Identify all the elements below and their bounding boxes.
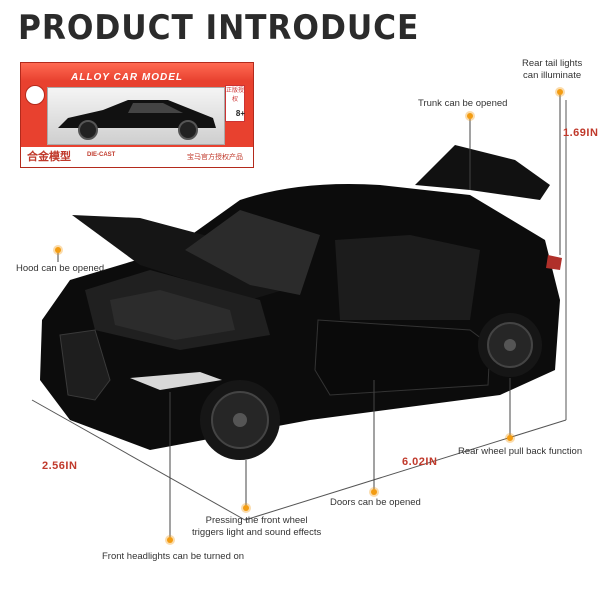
dimension-length: 6.02IN bbox=[402, 456, 438, 468]
diecast-label: DIE-CAST bbox=[87, 152, 116, 158]
rear-tail-label: Rear tail lights can illuminate bbox=[522, 58, 583, 81]
doors-dot bbox=[371, 489, 377, 495]
dimension-width: 2.56IN bbox=[42, 460, 78, 472]
hood-dot bbox=[55, 247, 61, 253]
leader-lines bbox=[57, 92, 561, 540]
hood-label: Hood can be opened bbox=[16, 263, 105, 274]
box-bottom-band bbox=[21, 147, 253, 167]
trunk-label: Trunk can be opened bbox=[418, 98, 508, 109]
headlights-dot bbox=[167, 537, 173, 543]
brand-logo-icon bbox=[25, 85, 45, 105]
car-body bbox=[40, 145, 562, 460]
doors-label: Doors can be opened bbox=[330, 497, 421, 508]
product-box-image: ALLOY CAR MODEL 正版授权 8+ 合金模型 DIE-CAST 宝马… bbox=[20, 62, 254, 168]
rear-wheel-label: Rear wheel pull back function bbox=[458, 446, 583, 457]
rear-tail-dot bbox=[557, 89, 563, 95]
front-wheel-dot bbox=[243, 505, 249, 511]
front-wheel-label: Pressing the front wheel triggers light … bbox=[192, 515, 322, 538]
box-title: ALLOY CAR MODEL bbox=[71, 72, 184, 83]
license-badge: 正版授权 bbox=[225, 85, 245, 122]
license-cn-label: 宝马官方授权产品 bbox=[187, 154, 243, 161]
age-label: 8+ bbox=[235, 109, 245, 118]
rear-wheel-dot bbox=[507, 435, 513, 441]
headlights-label: Front headlights can be turned on bbox=[102, 551, 245, 562]
brand-cn-label: 合金模型 bbox=[27, 151, 71, 163]
box-top-band bbox=[21, 63, 253, 81]
trunk-dot bbox=[467, 113, 473, 119]
page-title: PRODUCT INTRODUCE bbox=[18, 8, 420, 48]
box-car-icon bbox=[58, 100, 216, 140]
dimension-height: 1.69IN bbox=[563, 127, 599, 139]
box-window bbox=[47, 87, 225, 145]
